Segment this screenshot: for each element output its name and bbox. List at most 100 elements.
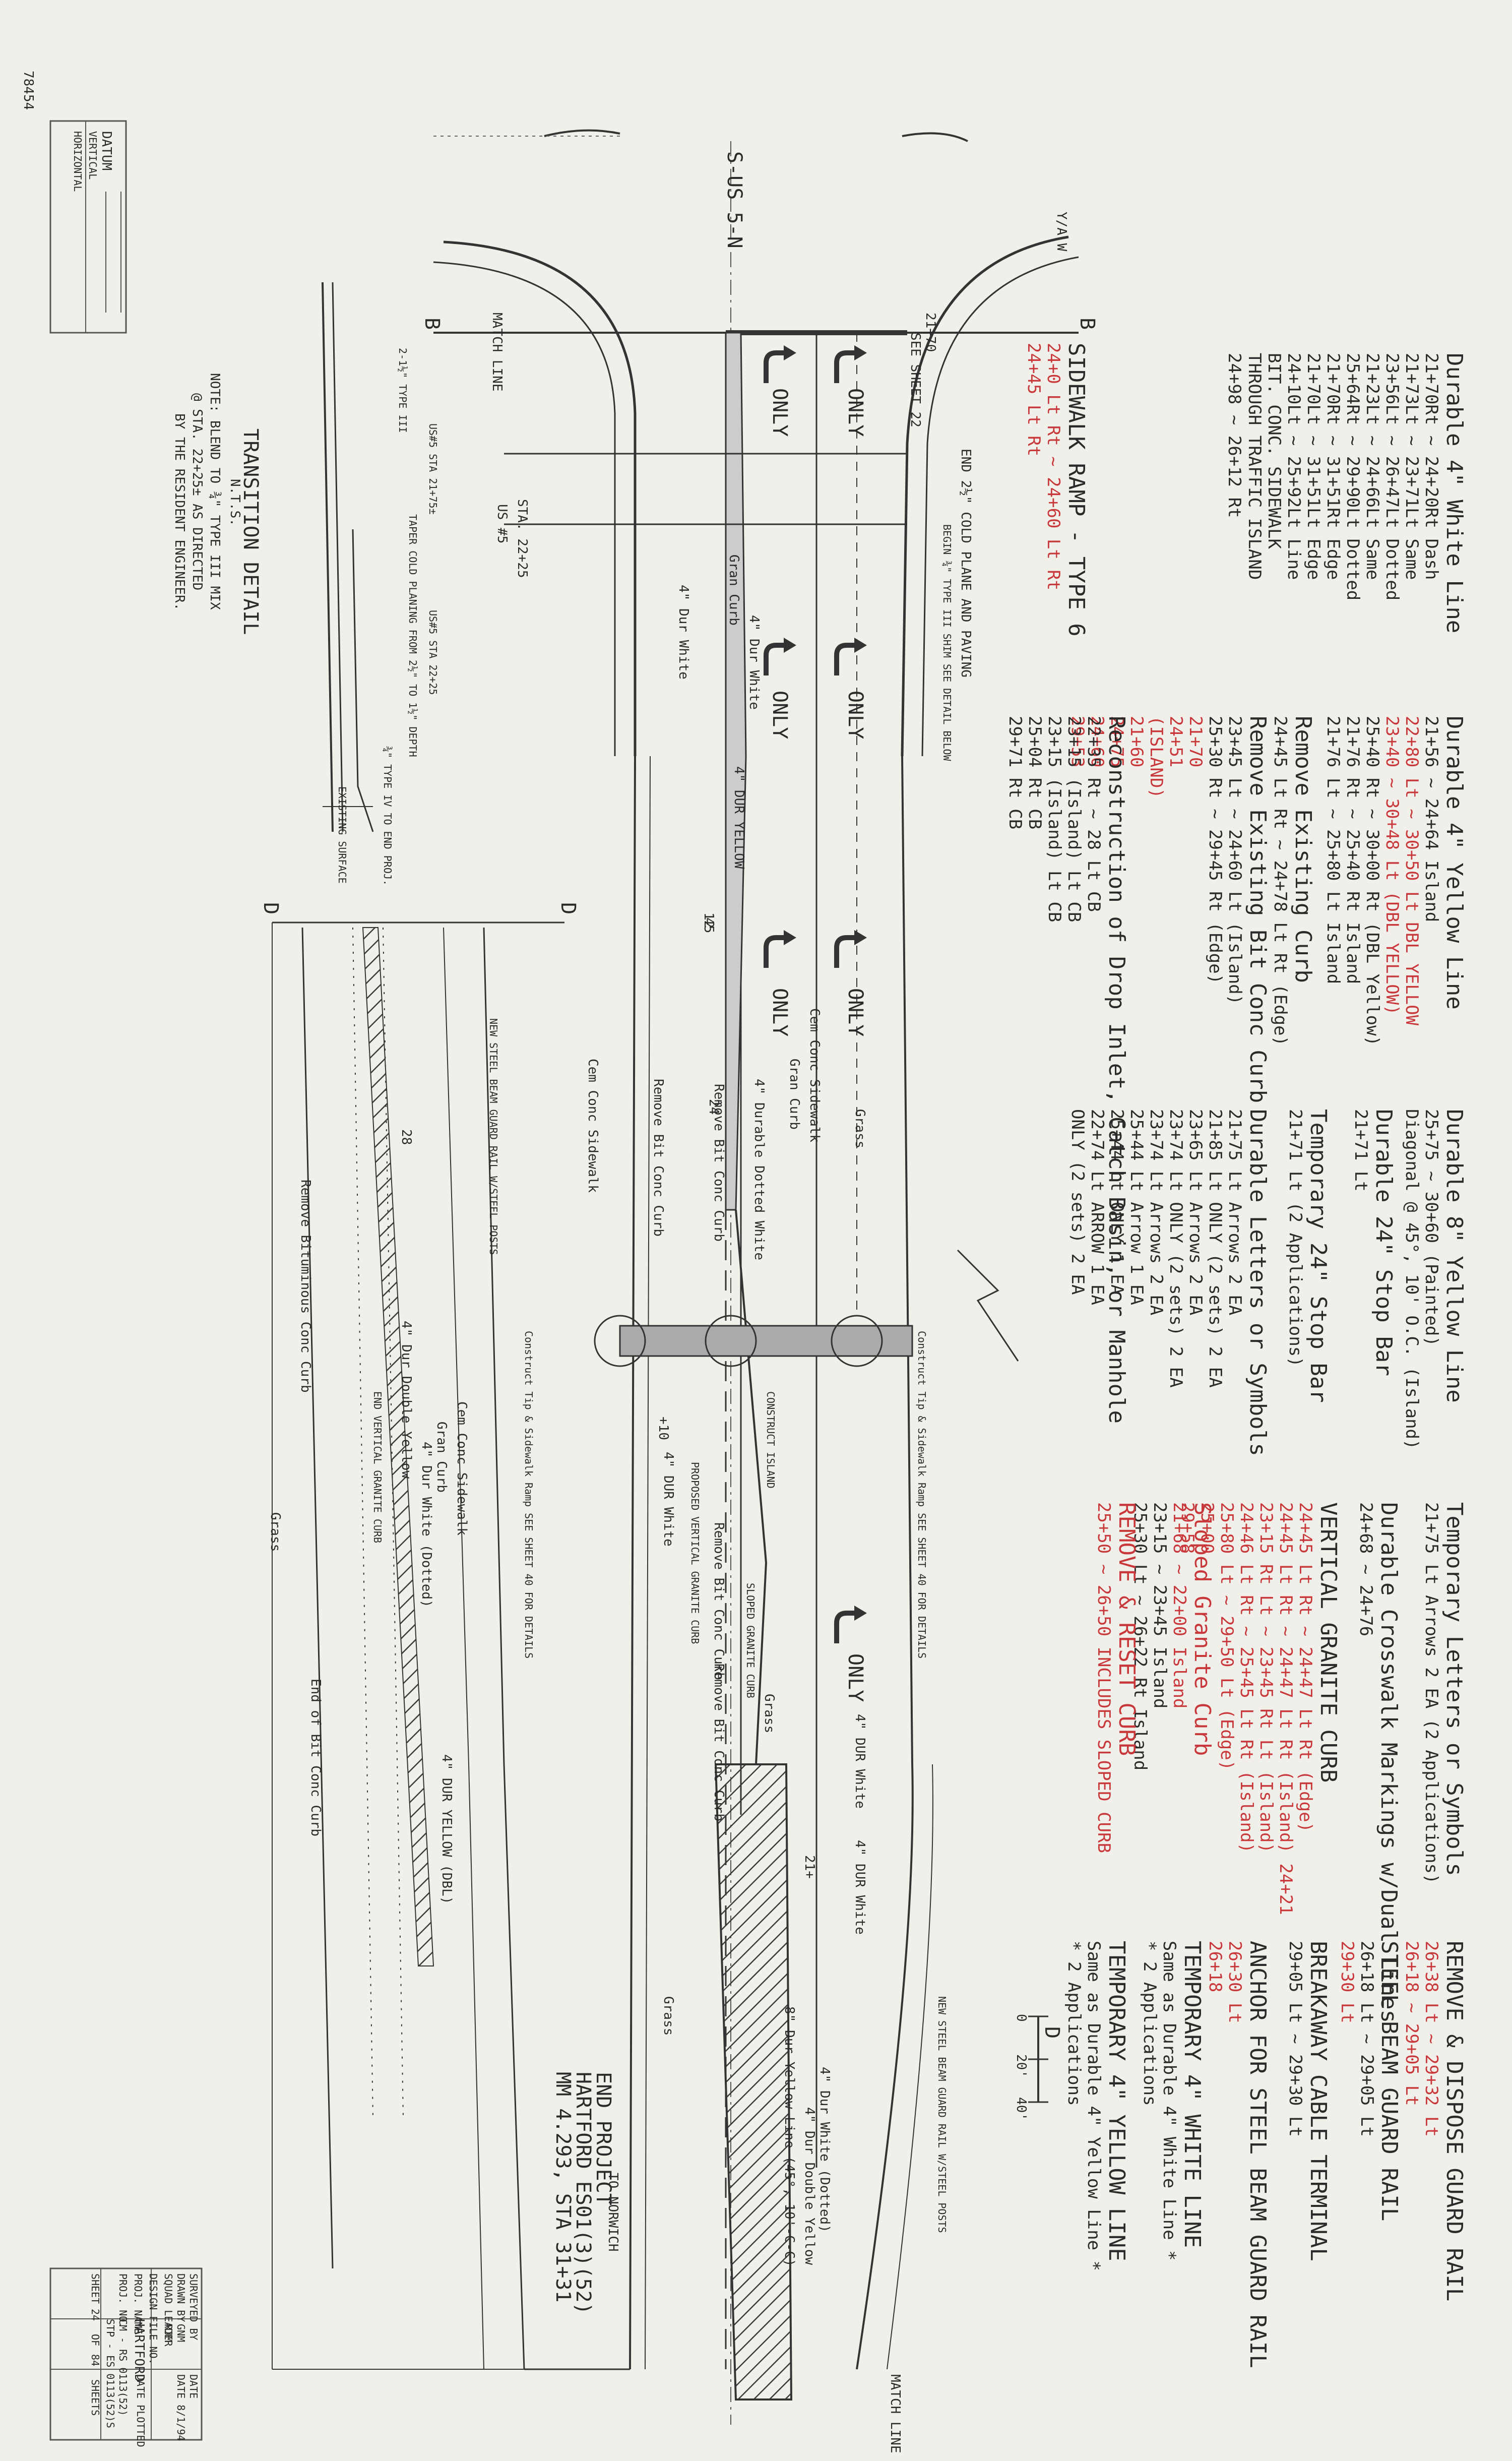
dur-white-label-2: 4" Dur White [676, 585, 691, 680]
note-line: 21+70Rt ~ 31+51Rt Edge [1322, 353, 1343, 580]
match-line-b-left: B [420, 318, 444, 330]
gran-curb-label-3: Gran Curb [434, 1422, 449, 1493]
note-remove-bit-curb-title: Remove Existing Bit Conc Curb [1245, 716, 1271, 1103]
note-line: 21+76 Lt ~ 25+80 Lt Island [1322, 716, 1343, 985]
note-temp-white: TEMPORARY 4" WHITE LINE Same as Durable … [1140, 1941, 1205, 2261]
section-d-hatch [362, 927, 434, 1966]
callout-arrow-1 [957, 1249, 1019, 1362]
note-line: 21+23Lt ~ 24+66Lt Same [1362, 353, 1383, 580]
match-line-see-sheet: SEE SHEET 22 [908, 333, 923, 427]
sloped-granite-label: SLOPED GRANITE CURB [744, 1583, 757, 1698]
tb-date-plotted: DATE PLOTTED [135, 2374, 147, 2447]
note-line: 26+30 Lt [1225, 1941, 1245, 2023]
note-line: ONLY (2 sets) 2 EA [1067, 1109, 1088, 1295]
note-line: 24+0 Lt Rt ~ 24+60 Lt Rt [1043, 343, 1064, 591]
grass-label-2: Grass [762, 1694, 777, 1734]
note-line: 26+18 Lt ~ 29+05 Lt [1356, 1941, 1377, 2137]
turn-arrow-icon-1 [764, 345, 796, 383]
note-yellow-line: Durable 4" Yellow Line 21+56 ~ 24+64 Isl… [1323, 716, 1467, 1046]
note-line: 21+70Rt ~ 24+20Rt Dash [1421, 353, 1442, 580]
curb-return-right [901, 235, 1069, 757]
note-line: 21+73Lt ~ 23+71Lt Same [1402, 353, 1422, 580]
dim-12: 12 [701, 912, 716, 929]
dur-double-yellow-label: 4" Dur Double Yellow [399, 1321, 414, 1479]
grass-label-4: Grass [268, 1512, 283, 1552]
note-anchor-title: ANCHOR FOR STEEL BEAM GUARD RAIL [1245, 1941, 1271, 2368]
note-line: 21+71 Lt (2 Applications) [1285, 1109, 1306, 1367]
note-line: 21+75 Lt Arrows 2 EA (2 Applications) [1421, 1502, 1442, 1884]
note-line: 24+45 Lt Rt ~ 24+47 Lt Rt (Island) 24+21 [1276, 1502, 1296, 1915]
transition-note-1: NOTE: BLEND TO ¾" TYPE III MIX [207, 373, 222, 610]
note-line: * 2 Applications [1140, 1941, 1160, 2106]
match-line-bottom-label: MATCH LINE [888, 2374, 903, 2453]
only-marking-6: ONLY [844, 988, 867, 1037]
note-line: 23+74 Lt ONLY (2 sets) 2 EA [1166, 1109, 1186, 1388]
scale-label-20: 20' [1014, 2054, 1029, 2078]
grass-label-1: Grass [852, 1109, 867, 1149]
note-line: 25+44 Lt Arrow 1 EA [1126, 1109, 1147, 1305]
tb-of-val: 84 [89, 2354, 101, 2367]
transition-note-2: @ STA. 22+25± AS DIRECTED [190, 393, 205, 591]
note-line: 23+74 Lt Arrows 2 EA [1146, 1109, 1167, 1316]
end-project-title: END PROJECT [592, 2072, 615, 2205]
transition-detail-line-1 [322, 282, 334, 832]
proposed-vertical-label: PROPOSED VERTICAL GRANITE CURB [689, 1462, 701, 1644]
note-line: (ISLAND) [1146, 716, 1167, 798]
tb-proj-name-val: HARTFORD [132, 2319, 147, 2382]
note-line: 25+64Rt ~ 29+90Lt Dotted [1343, 353, 1363, 601]
cem-conc-sidewalk-2: Cem Conc Sidewalk [585, 1059, 600, 1193]
median-island-lower [714, 1763, 793, 2401]
note-sidewalk-ramp-title: SIDEWALK RAMP - TYPE 6 [1063, 343, 1089, 637]
note-line: 21+70 [1185, 716, 1206, 768]
note-line: 25+30 Rt ~ 29+45 Rt (Edge) [1205, 716, 1226, 985]
datum-title: DATUM [99, 131, 114, 171]
scale-label-0: 0 [1014, 2014, 1029, 2022]
dur-white-label-1: 4" Dur White [746, 615, 762, 710]
note-line: 29+05 Lt ~ 29+30 Lt [1285, 1941, 1306, 2137]
note-line: 24+45 Lt Rt ~ 24+47 Lt Rt (Edge) [1295, 1502, 1316, 1833]
note-line: 21+76 Rt ~ 25+40 Rt Island [1343, 716, 1363, 985]
transition-note-3: BY THE RESIDENT ENGINEER. [172, 413, 187, 611]
transition-detail-title: TRANSITION DETAIL [239, 428, 262, 635]
note-line: 23+56Lt ~ 26+47Lt Dotted [1382, 353, 1403, 601]
turn-arrow-icon-6 [834, 930, 867, 968]
begin-shim-note: BEGIN ¾" TYPE III SHIM SEE DETAIL BELOW [941, 524, 953, 761]
remove-bit-curb-4: Remove Bit Conc Curb [711, 1664, 726, 1822]
note-remove-reset-title: REMOVE & RESET CURB [1114, 1502, 1140, 1756]
turn-arrow-icon-4 [834, 638, 867, 675]
note-line: Same as Durable 4" White Line * [1159, 1941, 1180, 2261]
transition-existing: EXISTING SURFACE [336, 786, 348, 884]
dim-24: 24 [706, 1099, 721, 1115]
note-through-island: THROUGH TRAFFIC ISLAND [1244, 353, 1265, 580]
note-temp-yellow: TEMPORARY 4" YELLOW LINE Same as Durable… [1064, 1941, 1129, 2271]
only-marking-4: ONLY [844, 691, 867, 740]
construct-tip-label-1: Construct Tip & Sidewalk Ramp SEE SHEET … [523, 1331, 535, 1659]
section-d-left: D [259, 902, 282, 915]
end-project-line-3: MM 4.293, STA 31+31 [551, 2072, 575, 2303]
note-temp-white-title: TEMPORARY 4" WHITE LINE [1179, 1941, 1205, 2248]
transition-sta-2175: US#5 STA 21+75± [427, 423, 439, 515]
note-temp-stop-bar-title: Temporary 24" Stop Bar [1305, 1109, 1331, 1403]
crosswalk-band [619, 1325, 913, 1357]
note-line: 24+98 ~ 26+12 Rt [1224, 353, 1245, 518]
note-remove-curb: Remove Existing Curb 24+45 Lt Rt ~ 24+78… [1270, 716, 1316, 1046]
scale-label-40: 40' [1014, 2097, 1029, 2121]
note-line: 21+70Lt ~ 31+51Lt Edge [1303, 353, 1324, 580]
end-cold-plane-note: END 2½" COLD PLANE AND PAVING [958, 449, 973, 678]
note-line: 29+71 Rt CB [1005, 716, 1026, 830]
tb-date: DATE [187, 2374, 200, 2399]
note-line: 23+45 Lt ~ 24+60 Lt (Island) [1225, 716, 1245, 1005]
end-project-line-2: HARTFORD ES01(3)(52) [572, 2072, 595, 2315]
note-line: 24+51 [1166, 716, 1186, 768]
match-line-station: 21+70 [923, 313, 938, 352]
curb-return-left [443, 240, 637, 756]
note-line: 26+18 [1205, 1941, 1226, 1993]
dim-28: 28 [399, 1129, 414, 1145]
note-line: 21+71 Lt [1351, 1109, 1371, 1192]
note-vertical-granite-title: VERTICAL GRANITE CURB [1315, 1502, 1341, 1783]
note-yellow-line-title: Durable 4" Yellow Line [1441, 716, 1467, 1010]
note-line: 21+56 ~ 24+64 Island [1421, 716, 1442, 922]
top-right-label: Y/A W [1054, 212, 1069, 252]
note-line: 25+40 Rt ~ 30+00 Rt (DBL Yellow) [1362, 716, 1383, 1047]
